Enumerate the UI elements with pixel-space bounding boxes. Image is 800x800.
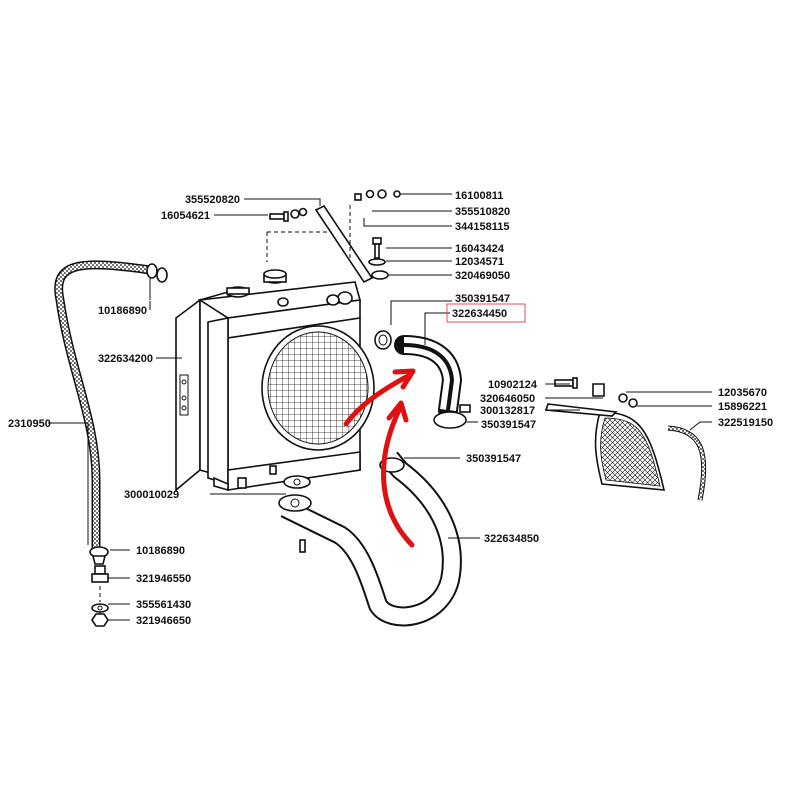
label-320646050: 320646050 [480,393,535,405]
label-10186890-top: 10186890 [98,305,147,317]
label-344158115: 344158115 [455,221,509,233]
label-355561430: 355561430 [136,599,191,611]
label-350391547-top: 350391547 [455,293,510,305]
label-322519150: 322519150 [718,417,773,429]
label-321946650: 321946650 [136,615,191,627]
hose-clip-upper [374,330,392,350]
lower-pipe-322634850 [281,452,460,625]
label-16054621: 16054621 [161,210,210,222]
label-322634850: 322634850 [484,533,539,545]
label-16100811: 16100811 [455,190,503,202]
label-350391547-mid: 350391547 [481,419,536,431]
radiator-fan-grille [267,331,369,445]
highlight-box [446,303,526,323]
label-355520820: 355520820 [185,194,240,206]
label-322634200: 322634200 [98,353,153,365]
radiator-stay-bar [314,204,374,284]
label-300010029: 300010029 [124,489,179,501]
label-12034571: 12034571 [455,256,504,268]
bottom-left-fittings [89,546,109,627]
label-320469050: 320469050 [455,270,510,282]
label-10186890-bottom: 10186890 [136,545,185,557]
red-arrow-lower [381,405,415,548]
bolt-16054621 [269,207,308,222]
seal-strip-322519150 [667,426,706,501]
radiator [175,269,375,492]
leader-lines [48,193,712,621]
hose-clip-lower [433,411,467,429]
hose-clip-top [146,263,158,279]
label-350391547-low: 350391547 [466,453,521,465]
label-15896221: 15896221 [718,401,767,413]
label-2310950: 2310950 [8,418,51,430]
part-number-labels: 355520820 16054621 16100811 355510820 34… [8,190,773,627]
red-arrow-upper [343,372,413,427]
gasket-300010029 [278,494,312,512]
label-321946550: 321946550 [136,573,191,585]
upper-hose-322634450 [403,343,455,411]
label-355510820: 355510820 [455,206,510,218]
label-16043424: 16043424 [455,243,505,255]
label-300132817: 300132817 [480,405,535,417]
label-10902124: 10902124 [488,379,538,391]
fan-cowl [544,377,707,501]
washer-12034571 [368,258,386,266]
bolt-16100811 [354,189,401,201]
overflow-hose [55,261,151,548]
label-322634450: 322634450 [452,308,507,320]
label-12035670: 12035670 [718,387,767,399]
